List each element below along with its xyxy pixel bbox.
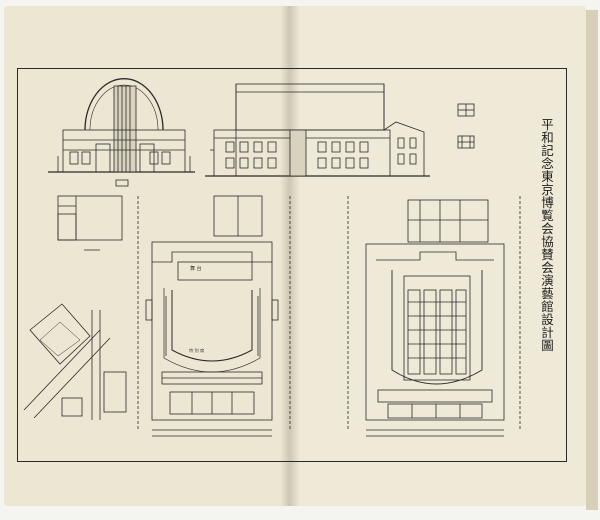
front-elevation [48, 78, 195, 187]
drawing-title: 平和記念東京博覧会協賛会演藝館設計圖 [539, 118, 554, 352]
plate-border [17, 68, 567, 462]
site-plan [23, 303, 127, 420]
side-elevation [205, 83, 430, 177]
ground-floor-plan [137, 195, 291, 437]
front-seat-label: 特 別 席 [189, 348, 205, 353]
page-edge [586, 10, 598, 510]
upper-floor-plan [347, 196, 521, 437]
annex-plan [57, 195, 123, 251]
scale-legend [457, 103, 475, 149]
right-page [290, 6, 586, 506]
stage-label: 舞 台 [190, 266, 202, 272]
